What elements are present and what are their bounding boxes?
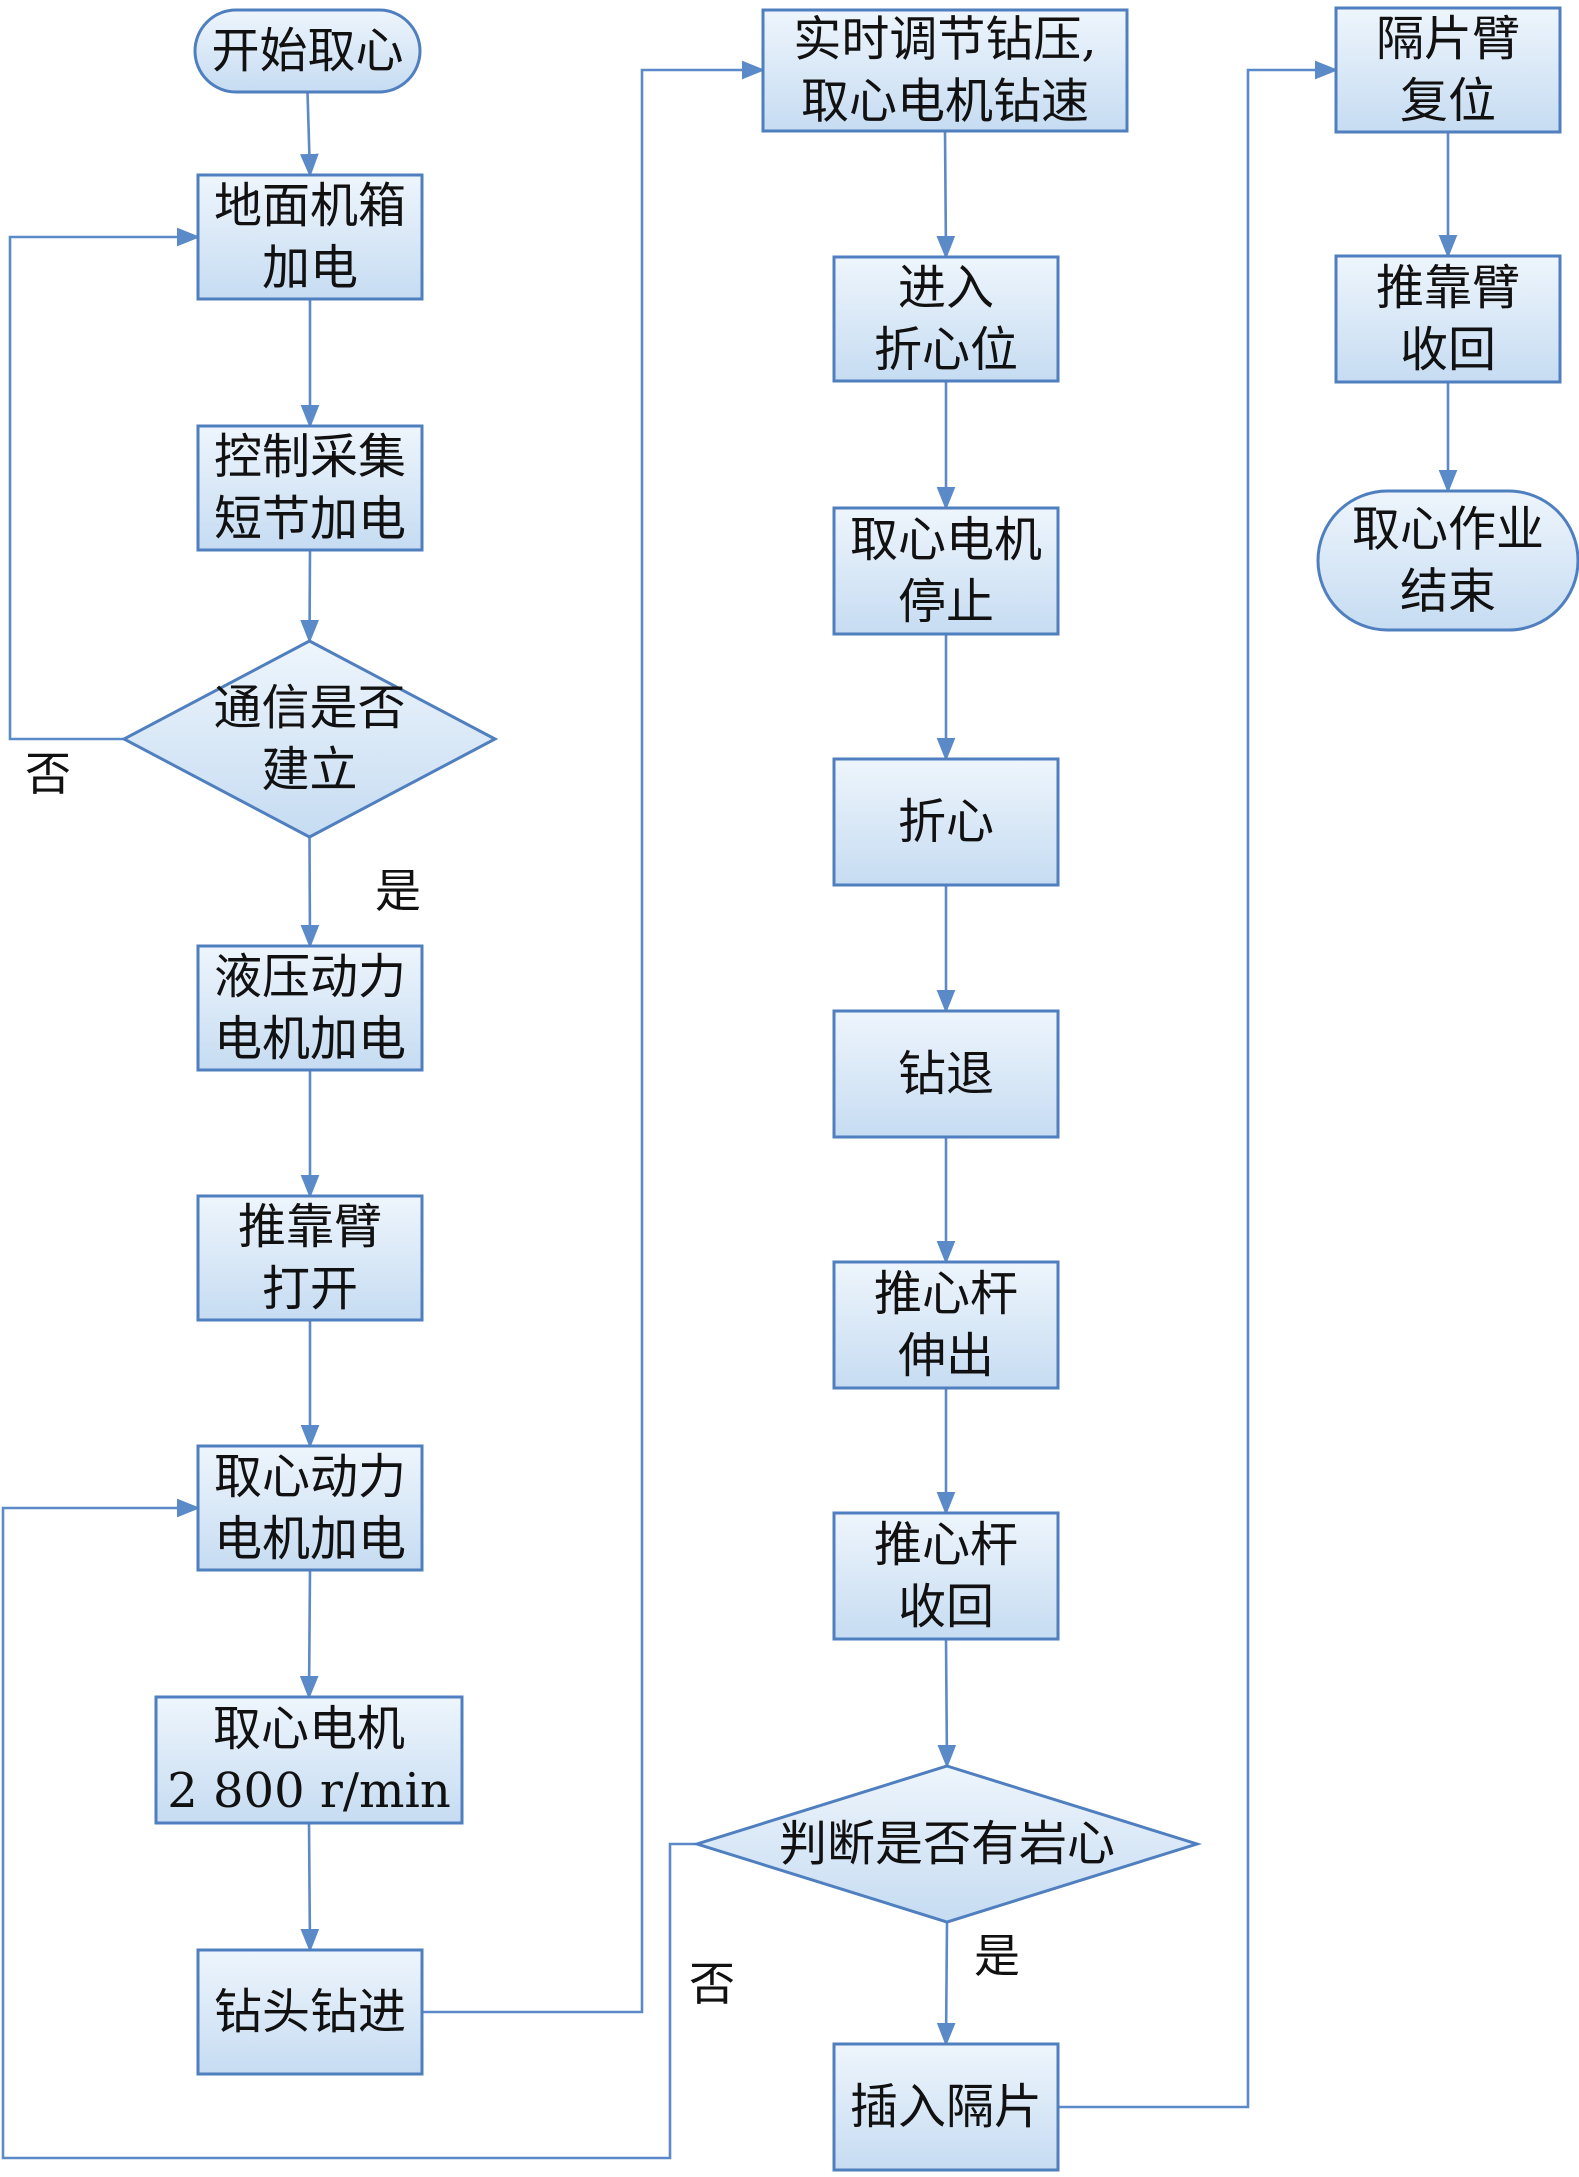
node-m5: 钻退	[832, 1009, 1060, 1139]
process-box	[196, 424, 424, 552]
process-box	[196, 1948, 424, 2076]
node-start: 开始取心	[193, 8, 422, 94]
node-label-line: 收回	[898, 1579, 994, 1635]
node-label-line: 折心	[898, 794, 994, 850]
node-m8: 插入隔片	[832, 2042, 1060, 2172]
node-label-line: 打开	[262, 1261, 358, 1317]
node-label-line: 推靠臂	[238, 1199, 382, 1255]
node-label-line: 电机加电	[214, 1011, 406, 1067]
node-label-line: 推靠臂	[1376, 260, 1520, 316]
node-label-line: 钻头钻进	[214, 1984, 406, 2040]
node-label-line: 伸出	[898, 1328, 994, 1384]
process-box	[154, 1695, 464, 1825]
node-label-line: 插入隔片	[850, 2079, 1042, 2135]
edge-n7-to-m1	[422, 60, 766, 2014]
node-label-line: 复位	[1400, 73, 1496, 129]
node-label-line: 2 800 r/min	[167, 1763, 451, 1819]
node-label-line: 短节加电	[214, 491, 406, 547]
node-label-line: 取心电机	[213, 1701, 405, 1757]
node-n7: 钻头钻进	[196, 1948, 424, 2076]
edge-m1-to-m2	[936, 130, 956, 260]
edge-m7-to-d2	[937, 1638, 957, 1769]
process-box	[832, 2042, 1060, 2172]
edge-label-d1-to-n1: 否	[25, 747, 71, 801]
node-label-line: 推心杆	[874, 1517, 1018, 1573]
node-label-line: 电机加电	[214, 1511, 406, 1567]
terminal-shape	[1316, 489, 1579, 632]
node-label-line: 地面机箱	[214, 178, 406, 234]
node-label-line: 折心位	[874, 322, 1018, 378]
edge-start-to-n1	[300, 91, 319, 178]
node-label-line: 加电	[262, 240, 358, 296]
terminal-shape	[193, 8, 422, 94]
node-label-line: 取心电机	[850, 512, 1042, 568]
edges-layer	[1, 60, 1458, 2160]
edge-label-d2-to-m8: 是	[974, 1929, 1020, 1983]
nodes-layer: 开始取心地面机箱加电控制采集短节加电通信是否建立液压动力电机加电推靠臂打开取心动…	[120, 6, 1579, 2172]
node-label-line: 控制采集	[214, 429, 406, 485]
process-box	[832, 1260, 1060, 1390]
node-label-line: 通信是否	[213, 680, 405, 736]
process-box	[832, 255, 1060, 383]
process-box	[832, 1009, 1060, 1139]
process-box	[196, 1194, 424, 1322]
node-label-line: 建立	[261, 742, 357, 798]
node-label-line: 取心作业	[1352, 502, 1544, 558]
edge-d2-to-n5	[1, 1498, 697, 2160]
edge-m8-to-r1	[1058, 60, 1339, 2109]
edge-label-d2-to-n5: 否	[689, 1957, 735, 2011]
edge-n2-to-d1	[300, 549, 319, 644]
node-label-line: 收回	[1400, 322, 1496, 378]
edge-d1-to-n1	[8, 227, 201, 741]
node-label-line: 停止	[898, 574, 994, 630]
process-box	[832, 757, 1060, 887]
node-label-line: 取心电机钻速	[801, 74, 1089, 130]
process-box	[832, 1511, 1060, 1641]
process-box	[196, 944, 424, 1072]
node-m4: 折心	[832, 757, 1060, 887]
process-box	[196, 1444, 424, 1572]
process-box	[1334, 6, 1562, 134]
edge-d1-to-n3	[300, 836, 320, 949]
decision-diamond	[691, 1764, 1203, 1924]
decision-diamond	[120, 639, 499, 839]
node-label-line: 取心动力	[214, 1449, 406, 1505]
process-box	[761, 8, 1129, 133]
edge-d2-to-m8	[936, 1921, 956, 2047]
node-label-line: 钻退	[898, 1046, 994, 1102]
node-label-line: 进入	[898, 260, 994, 316]
node-m1: 实时调节钻压, 取心电机钻速	[761, 8, 1129, 133]
node-label-line: 推心杆	[874, 1266, 1018, 1322]
node-label-line: 开始取心	[211, 23, 403, 79]
edge-n5-to-n6	[299, 1569, 319, 1700]
node-label-line: 隔片臂	[1376, 11, 1520, 67]
node-label-line: 液压动力	[214, 949, 406, 1005]
edge-label-d1-to-n3: 是	[375, 864, 421, 918]
process-box	[196, 173, 424, 301]
node-n6: 取心电机 2 800 r/min	[154, 1695, 464, 1825]
process-box	[832, 506, 1060, 636]
process-box	[1334, 254, 1562, 384]
node-label-line: 实时调节钻压,	[793, 12, 1096, 68]
node-label-line: 结束	[1400, 564, 1496, 620]
node-d2: 判断是否有岩心	[691, 1764, 1203, 1924]
edge-n6-to-n7	[300, 1822, 320, 1953]
node-label-line: 判断是否有岩心	[779, 1816, 1115, 1872]
